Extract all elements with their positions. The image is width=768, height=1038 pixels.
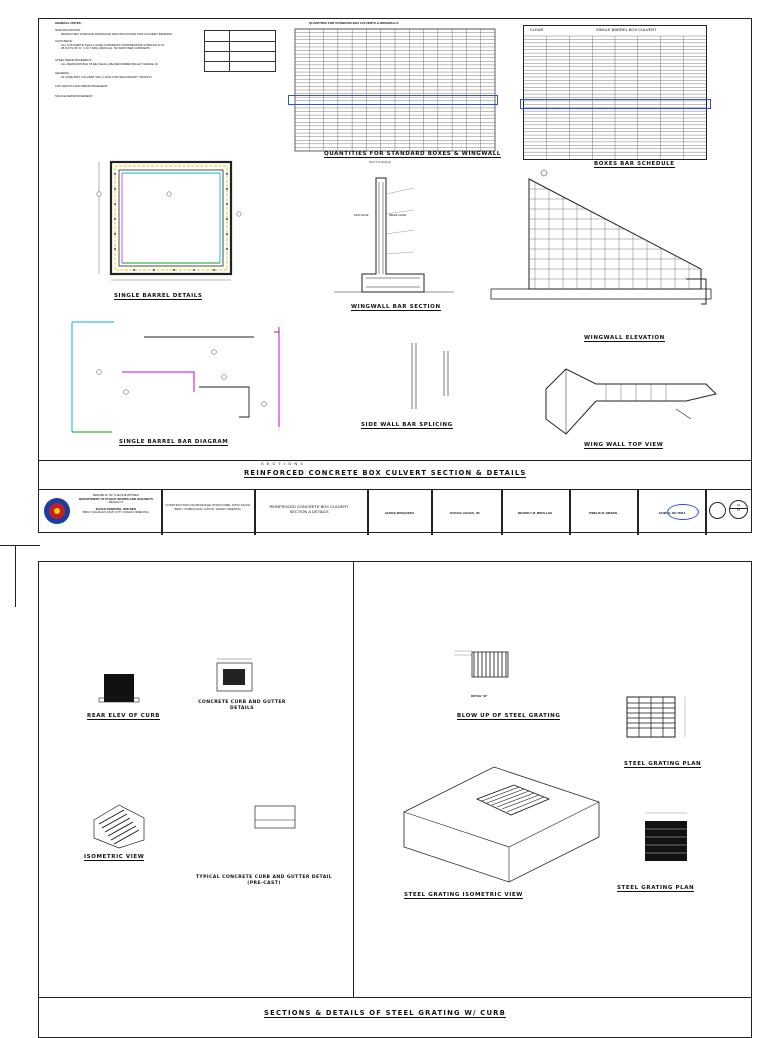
drawing-title: REINFROCED CONCRETE BOX CULVERT SECTION … — [269, 504, 349, 514]
section-band — [39, 460, 751, 461]
sheet2-title-rule — [39, 997, 751, 998]
page-edge-left — [0, 545, 40, 546]
page-edge-vertical — [15, 545, 16, 607]
schedule-single-header: SINGLE BARREL BOX CULVERT — [596, 27, 657, 32]
general-notes-title: GENERAL NOTES : — [55, 21, 83, 25]
far-face-label: FAR FACE — [354, 213, 369, 217]
north-symbol — [709, 502, 726, 519]
typical-curb-label: TYPICAL CONCRETE CURB AND GUTTER DETAIL … — [195, 875, 333, 886]
detail-b-label: DETAIL "B" — [471, 694, 488, 698]
wingwall-section-label: WINGWALL BAR SECTION — [351, 304, 441, 311]
rear-elev-curb — [98, 674, 140, 703]
approval-stamp — [667, 504, 699, 520]
quantities-highlight — [288, 95, 498, 105]
single-barrel-diagram — [71, 321, 280, 433]
sheet2-divider — [353, 562, 354, 997]
wing-wall-top-view-label: WING WALL TOP VIEW — [584, 442, 664, 449]
grating-plan-2-label: STEEL GRATING PLAN — [617, 885, 695, 892]
sheet-number-circle: 16 27 — [729, 500, 748, 519]
quantities-table-title: QUANTITIES FOR STANDARD BOX CULVERTS & W… — [309, 21, 399, 25]
schedule-clear-header: CLEAR — [530, 27, 544, 32]
sheet-box-culvert: GENERAL NOTES : SPECIFICATIONS : DESIGN … — [38, 18, 752, 535]
blow-up-label: BLOW UP OF STEEL GRATING — [457, 713, 561, 720]
sheet2-title: SECTIONS & DETAILS OF STEEL GRATING W/ C… — [264, 1009, 507, 1018]
wingwall-elevation-label: WINGWALL ELEVATION — [584, 335, 665, 342]
rear-elev-label: REAR ELEV OF CURB — [87, 713, 161, 720]
title-block: REPUBLIC OF THE PHILIPPINES DEPARTMENT O… — [39, 489, 751, 535]
grating-isometric — [403, 766, 600, 883]
sheet1-title: REINFORCED CONCRETE BOX CULVERT SECTION … — [244, 469, 527, 478]
wingwall-section — [334, 177, 454, 293]
section-number: S E C T I O N 3 — [261, 461, 304, 466]
schedule-grid — [524, 35, 706, 159]
grating-plan-2 — [645, 812, 687, 861]
wingwall-elevation — [490, 169, 712, 305]
grating-plan-1-label: STEEL GRATING PLAN — [624, 761, 702, 768]
signatory-1: JANICE MOSQUEDA — [384, 511, 415, 515]
grating-iso-label: STEEL GRATING ISOMETRIC VIEW — [404, 892, 523, 899]
agency-name: REPUBLIC OF THE PHILIPPINES DEPARTMENT O… — [78, 493, 154, 515]
typical-curb — [254, 805, 296, 829]
sheet-steel-grating: REAR ELEV OF CURB CONCRETE CURB AND GUTT… — [38, 561, 752, 1038]
curb-gutter-detail — [216, 658, 253, 692]
near-face-label: NEAR FACE — [389, 213, 407, 217]
sheet-total: 27 — [730, 507, 747, 513]
legend-table — [204, 30, 276, 72]
blow-up-grating — [454, 650, 509, 678]
side-wall-splicing-label: SIDE WALL BAR SPLICING — [361, 422, 453, 429]
wing-wall-top-view — [545, 368, 717, 435]
bar-schedule: CLEAR SINGLE BARREL BOX CULVERT — [523, 25, 707, 160]
quantities-label: QUANTITIES FOR STANDARD BOXES & WINGWALL — [324, 151, 501, 158]
quantities-table — [294, 28, 496, 152]
dpwh-seal — [44, 498, 70, 524]
grating-plan-1 — [626, 696, 686, 738]
isometric-label: ISOMETRIC VIEW — [84, 854, 145, 861]
single-barrel-diagram-label: SINGLE BARREL BAR DIAGRAM — [119, 439, 229, 446]
sheet-number: 16 — [736, 503, 741, 507]
project-name: CONSTRUCTION OF DRAINAGE STRUCTURE, SITI… — [165, 503, 251, 511]
isometric-curb — [93, 804, 145, 849]
side-wall-splicing — [411, 343, 449, 409]
quantities-scale: NOT TO SCALE — [369, 160, 391, 164]
signatory-3: BEVERLY M. MIRALLES — [517, 511, 553, 515]
signatory-2: JOSHUA ASAIAS, JR. — [449, 511, 481, 515]
schedule-label: BOXES BAR SCHEDULE — [594, 161, 675, 168]
single-barrel-details — [96, 160, 242, 281]
signatory-4: PINELIS M. NIEDEN — [588, 511, 617, 515]
general-notes: SPECIFICATIONS : DESIGN SET SURFACE DRAI… — [55, 28, 173, 98]
single-barrel-details-label: SINGLE BARREL DETAILS — [114, 293, 203, 300]
schedule-highlight — [520, 99, 711, 109]
curb-gutter-label: CONCRETE CURB AND GUTTER DETAILS — [198, 700, 286, 711]
